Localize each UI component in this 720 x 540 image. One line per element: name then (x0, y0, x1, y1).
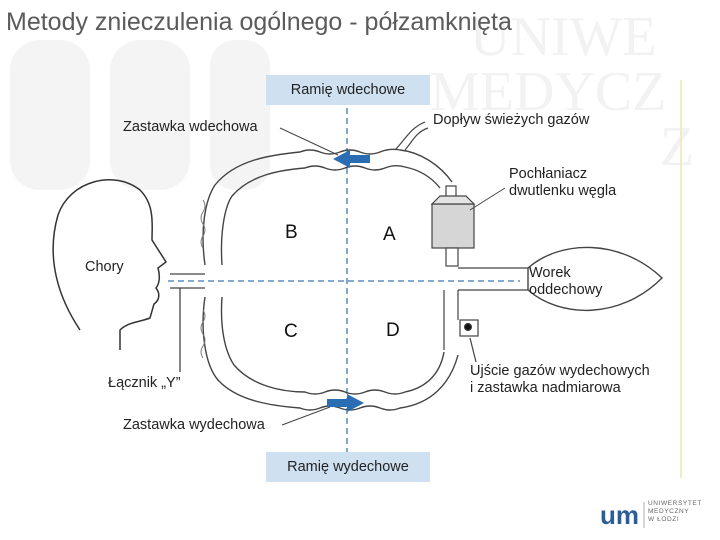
breathing-bag-label-line1: Worek (529, 265, 571, 281)
exhaust-outlet-label-line2: i zastawka nadmiarowa (470, 380, 621, 396)
y-piece (170, 273, 205, 372)
circuit-tubing (202, 148, 459, 411)
breathing-bag-label-line2: oddechowy (529, 282, 603, 298)
quadrant-b: B (285, 222, 298, 243)
quadrant-d: D (386, 320, 400, 341)
logo-mark: um (600, 500, 639, 530)
logo-text: UNIWERSYTET MEDYCZNY W ŁODZI (648, 500, 702, 524)
logo-line3: W ŁODZI (648, 516, 680, 523)
co2-absorber-label-line2: dwutlenku węgla (509, 183, 617, 199)
label-leaders (279, 127, 506, 426)
exhaust-outlet-label: Ujście gazów wydechowych i zastawka nadm… (470, 363, 650, 397)
svg-text:UNIWE: UNIWE (470, 6, 657, 68)
co2-absorber (430, 185, 476, 267)
pop-off-valve (459, 319, 479, 363)
breathing-bag-label: Worek oddechowy (529, 265, 602, 299)
exhaust-outlet-label-line1: Ujście gazów wydechowych (470, 363, 650, 379)
expiratory-arm-box: Ramię wydechowe (266, 452, 430, 482)
svg-text:Z: Z (660, 116, 694, 178)
fresh-gas-label: Dopływ świeżych gazów (433, 112, 590, 128)
quadrant-c: C (284, 321, 298, 342)
expiratory-arrow (327, 394, 364, 412)
inspiratory-arm-box: Ramię wdechowe (266, 75, 430, 105)
inspiratory-valve-label: Zastawka wdechowa (123, 119, 258, 135)
inspiratory-arrow (333, 150, 370, 168)
expiratory-valve-label: Zastawka wydechowa (123, 417, 265, 433)
co2-absorber-label: Pochłaniacz dwutlenku węgla (509, 166, 616, 200)
svg-text:MEDYCZ: MEDYCZ (430, 61, 666, 123)
logo-line2: MEDYCZNY (648, 508, 690, 515)
logo-line1: UNIWERSYTET (648, 500, 702, 507)
quadrant-a: A (383, 224, 396, 245)
breathing-bag (527, 246, 664, 312)
fresh-gas-inlet (394, 121, 429, 151)
slide-title: Metody znieczulenia ogólnego - półzamkni… (6, 8, 512, 36)
y-piece-label: Łącznik „Y” (108, 375, 181, 391)
university-logo: um (600, 500, 645, 530)
bag-connection (458, 267, 530, 291)
patient-label: Chory (85, 259, 124, 275)
patient-head (52, 179, 168, 350)
co2-absorber-label-line1: Pochłaniacz (509, 166, 588, 182)
